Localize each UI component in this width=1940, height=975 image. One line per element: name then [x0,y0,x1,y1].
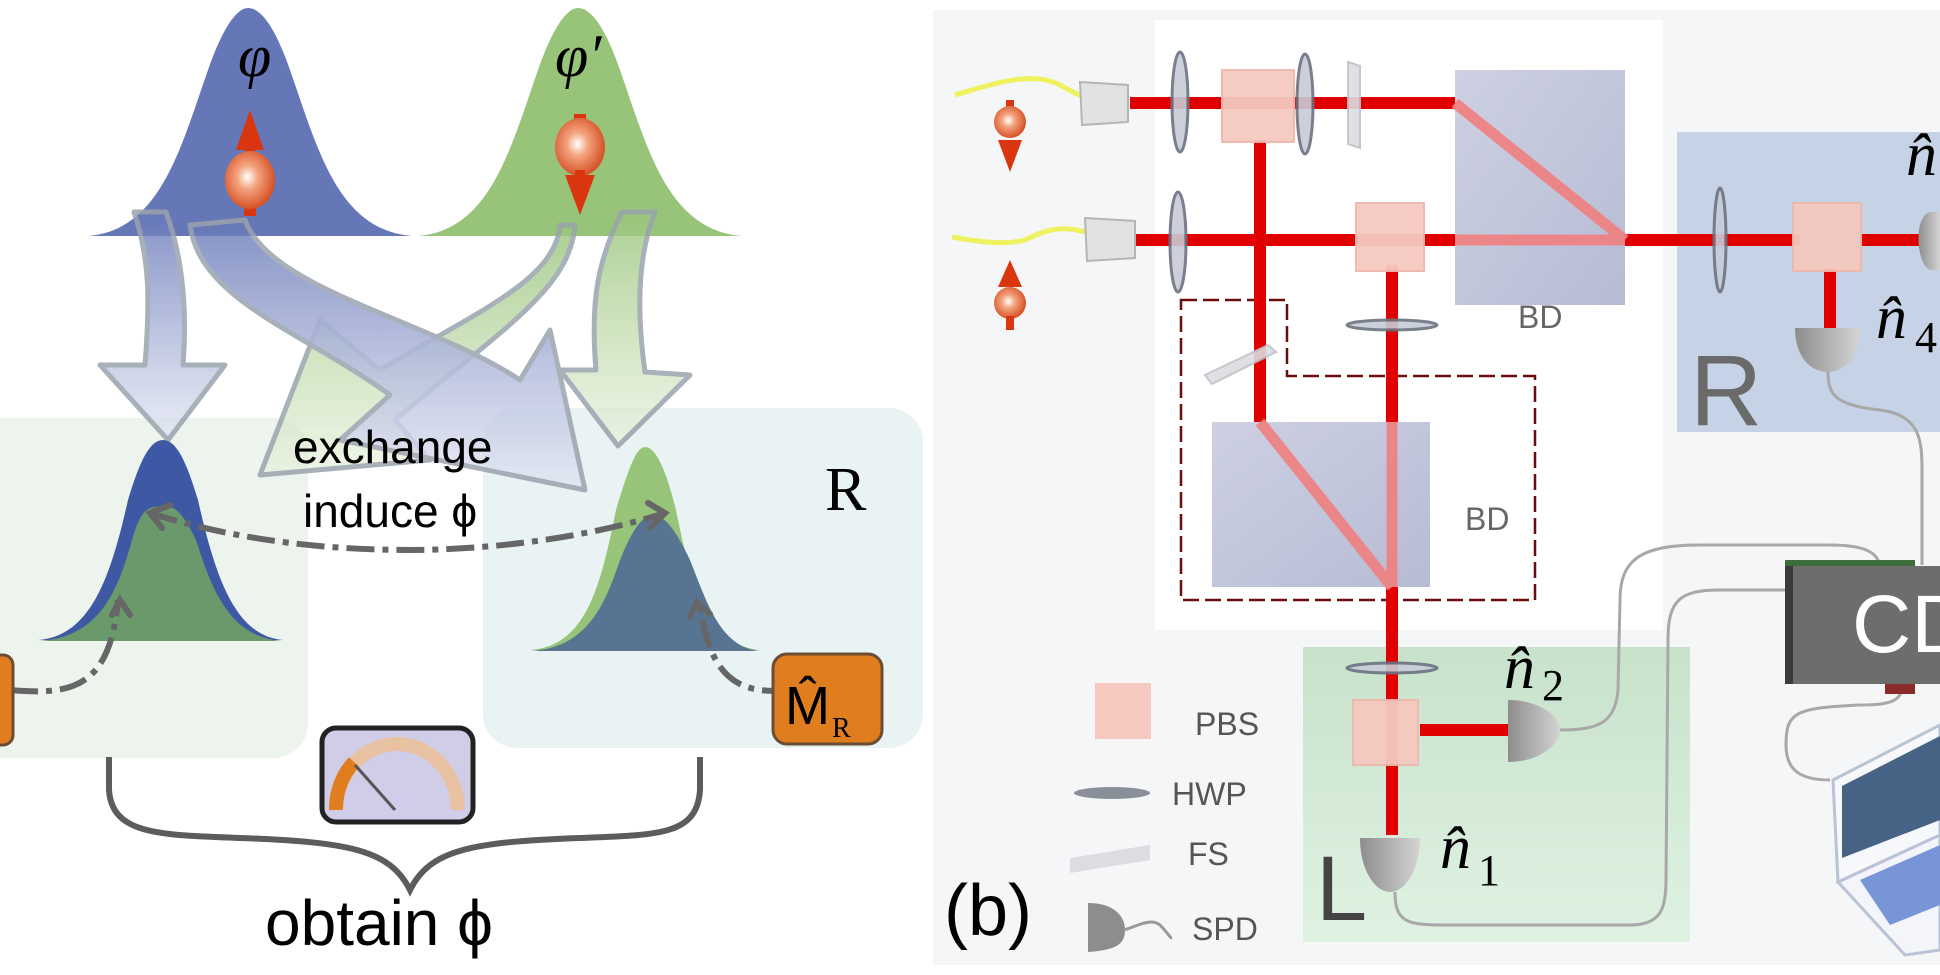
detector-n4 [1795,328,1860,372]
fiber-coupler-bottom [1083,216,1136,263]
arrow-blue-cross [187,217,588,493]
induce-label: induce ϕ [303,485,477,537]
pbs-cube-icon [1095,683,1151,739]
panel-b: R L BD BD [933,10,1940,965]
right-region-label: R [825,456,867,524]
half-wave-plates [1168,50,1728,675]
detector-labels: n̂ 1 n̂ 2 n̂ n̂ 4 [1440,121,1937,895]
detector-label-n2: n̂ [1504,634,1535,702]
result-label: obtain ϕ [265,887,493,959]
fiber-coupler-top [1078,80,1129,127]
fused-silica-plates [1203,60,1361,386]
hwp-plate-icon [1074,787,1150,799]
right-measurement-box: M̂ R [771,652,884,746]
legend: PBS HWP FS SPD [1070,683,1259,952]
legend-label-spd: SPD [1192,911,1258,947]
fiber-bottom [951,226,1086,246]
right-mixed-wavepacket-inner [530,514,760,651]
detector-n3 [1918,212,1940,270]
legend-label-pbs: PBS [1195,706,1259,742]
arrow-blue-straight [97,209,228,443]
bd-label-bottom: BD [1465,501,1509,537]
beam-displacer-top [1455,70,1625,305]
detector-label-n4: n̂ [1876,284,1907,352]
panel-b-label: (b) [944,871,1032,951]
displaced-beams [1255,98,1629,591]
bd-label-top: BD [1518,299,1562,335]
detector-n2 [1508,700,1560,762]
legend-label-hwp: HWP [1172,776,1247,812]
region-l [1303,647,1690,942]
coincidence-device: CD [1785,560,1940,694]
spin-up-icon [225,110,275,216]
fs-slab-icon [1070,845,1150,873]
exchange-label: exchange [293,421,493,473]
measurement-subscript: R [832,713,851,744]
laptop-icon [1831,723,1940,957]
left-measurement-box [0,653,15,747]
exchange-arrows [97,209,693,493]
dashed-interferometer-outline [1179,298,1537,602]
region-r-label: R [1690,335,1762,447]
spin-down-icon [555,114,605,215]
detector-label-n2-sub: 2 [1542,661,1564,710]
state-phi-label: φ [238,23,271,89]
photon-spin-down-icon [994,100,1026,172]
detector-label-n1: n̂ [1440,814,1471,882]
arrowheads [109,500,713,620]
arrow-green-straight [557,209,693,449]
detector-label-n1-sub: 1 [1478,846,1500,895]
detectors [1360,212,1940,892]
gauge-icon [319,725,476,825]
cd-label: CD [1852,579,1940,670]
legend-label-fs: FS [1188,836,1229,872]
panel-a: φ φ′ exchange induce ϕ [0,8,923,959]
photon-spin-up-icon [994,260,1026,330]
region-l-label: L [1316,838,1367,940]
state-phi-prime-label: φ′ [555,23,602,89]
pbs-cubes [1221,69,1862,766]
detector-label-n4-sub: 4 [1915,313,1937,362]
measurement-operator: M̂ [785,675,830,736]
detector-n1 [1360,838,1420,892]
left-mixed-wavepacket-inner [38,505,283,641]
brace [106,757,703,897]
detector-label-n3: n̂ [1906,121,1937,189]
spd-detector-icon [1088,903,1173,952]
